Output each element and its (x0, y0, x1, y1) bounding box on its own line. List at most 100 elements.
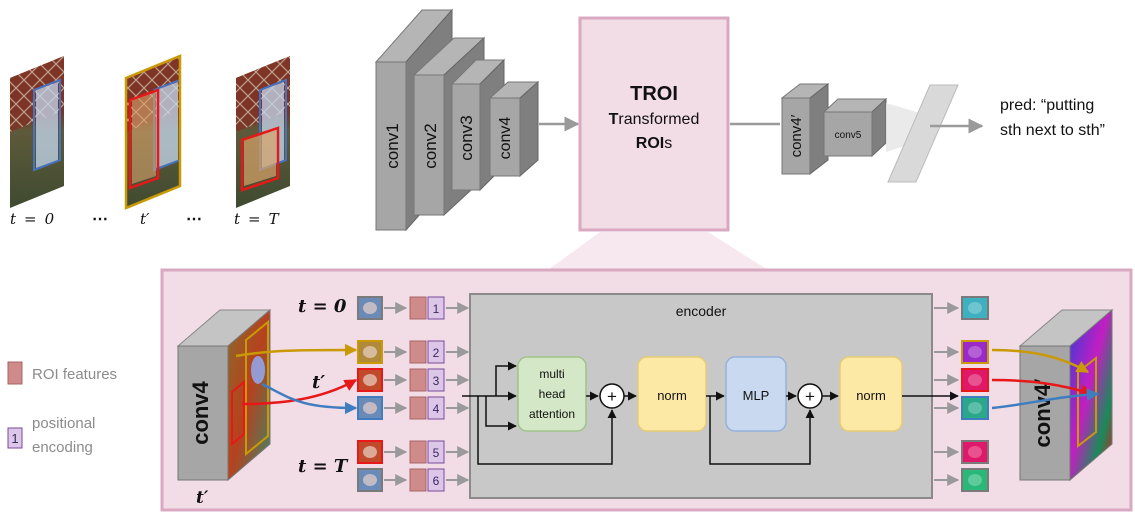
mlp-box (725, 356, 787, 432)
conv5-block: conv5 (822, 97, 888, 158)
positional-encoding-cell (427, 340, 445, 364)
troi-subtitle-line1: Transformed (609, 111, 700, 128)
conv4-label: conv4 (497, 117, 514, 160)
output-token (961, 440, 989, 464)
positional-index: 4 (433, 402, 440, 416)
output-token (961, 468, 989, 492)
conv3-label: conv3 (457, 115, 476, 160)
conv5-label: conv5 (835, 130, 862, 141)
roi-feature-cell (409, 396, 427, 420)
roi-feature-cell (409, 296, 427, 320)
positional-encoding-cell (427, 296, 445, 320)
encoder: encoder multi head attention + norm MLP … (462, 293, 959, 499)
encoder-title: encoder (676, 303, 727, 319)
positional-index: 1 (433, 302, 440, 316)
frame-label-tT: t=T (234, 210, 280, 228)
roi-thumbnail-blob (363, 346, 377, 358)
roi-feature-cell (409, 368, 427, 392)
zoom-funnel (548, 232, 768, 270)
ellipsis-2: ⋯ (186, 211, 202, 228)
roi-thumbnail-blob (363, 302, 377, 314)
positional-encoding-cell (427, 440, 445, 464)
fc-layer (887, 84, 959, 183)
positional-index: 3 (433, 374, 440, 388)
roi-thumbnail-blob (363, 474, 377, 486)
norm2-label: norm (856, 388, 886, 403)
detail-label-tprime: t′ (312, 372, 325, 393)
legend-roi-label: ROI features (32, 366, 117, 383)
detail-conv4-label: conv4 (188, 380, 213, 444)
legend-pos-label-1: positional (32, 415, 95, 432)
ellipsis-1: ⋯ (92, 211, 108, 228)
troi-subtitle-line2: ROIs (636, 135, 672, 152)
positional-index: 5 (433, 446, 440, 460)
prediction-line1: pred: “putting (1000, 97, 1094, 114)
detail-label-t0: t = 0 (298, 296, 347, 317)
frame-label-tprime: t′ (140, 210, 150, 228)
positional-encoding-cell (427, 396, 445, 420)
output-token-blob (968, 374, 982, 386)
legend: ROI features 1 positional encoding (7, 361, 117, 456)
blue-out-arrow (991, 388, 1100, 410)
input-frames: t=0 ⋯ t′ ⋯ t=T (10, 54, 290, 228)
attention-box (517, 356, 587, 432)
frame-label-t0: t=0 (10, 210, 55, 228)
roi-box-red (128, 88, 160, 190)
detail-conv4prime-block: conv4′ (1018, 308, 1114, 482)
legend-roi-swatch (7, 361, 23, 385)
legend-pos-label-2: encoding (32, 439, 93, 456)
legend-pos-num: 1 (11, 431, 18, 446)
roi-thumbnail-blob (363, 446, 377, 458)
norm-box-2 (839, 356, 903, 432)
conv4-block: conv4 (488, 80, 540, 178)
roi-thumbnail-blob (363, 374, 377, 386)
detail-conv4-block: conv4 (176, 308, 272, 482)
troi-title: TROI (630, 83, 678, 105)
positional-index: 6 (433, 474, 440, 488)
frame-tT (236, 56, 290, 208)
token-rows: 1 2 3 4 5 6 (357, 296, 470, 492)
selected-frame-border (124, 54, 182, 210)
red-roi-arrow (241, 378, 358, 406)
output-token (961, 368, 989, 392)
roi-thumbnail-blob (363, 402, 377, 414)
frame-tprime (124, 54, 182, 210)
conv4prime-block: conv4′ (780, 82, 830, 176)
roi-box-blue (33, 78, 61, 172)
roi-feature-cell (409, 340, 427, 364)
conv4prime-label: conv4′ (788, 114, 805, 157)
detail-tprime-label: t′ (196, 488, 209, 508)
positional-index: 2 (433, 346, 440, 360)
norm-box-1 (637, 356, 707, 432)
roi-box-red (240, 126, 280, 192)
gold-out-arrow (991, 348, 1090, 374)
output-tokens (934, 296, 989, 492)
legend-pos-swatch (7, 427, 23, 449)
encoder-flow-arrows (462, 361, 959, 465)
gold-roi-arrow (235, 343, 358, 358)
add-node-1-symbol: + (607, 387, 617, 406)
late-conv-stack: conv4′ conv5 pred: “putting sth next to … (730, 82, 1105, 183)
roi-feature-cell (409, 468, 427, 492)
conv2-label: conv2 (421, 123, 440, 168)
red-out-arrow (991, 378, 1094, 397)
output-token-blob (968, 446, 982, 458)
frame-t0 (10, 56, 64, 208)
backbone-conv-stack: conv1 conv2 conv3 conv4 (374, 8, 580, 232)
output-token-blob (968, 402, 982, 414)
detail-conv4prime-label: conv4′ (1030, 379, 1055, 448)
positional-encoding-cell (427, 368, 445, 392)
prediction-line2: sth next to sth” (1000, 122, 1105, 139)
troi-module: TROI Transformed ROIs (578, 16, 730, 232)
output-token-blob (968, 346, 982, 358)
norm1-label: norm (657, 388, 687, 403)
positional-encoding-cell (427, 468, 445, 492)
attention-label-1: multi (539, 367, 564, 381)
blue-roi-arrow (261, 382, 358, 415)
mlp-label: MLP (743, 388, 770, 403)
detail-label-tT: t = T (298, 456, 349, 477)
output-token-blob (968, 474, 982, 486)
output-token (961, 396, 989, 420)
conv1-label: conv1 (383, 123, 402, 168)
